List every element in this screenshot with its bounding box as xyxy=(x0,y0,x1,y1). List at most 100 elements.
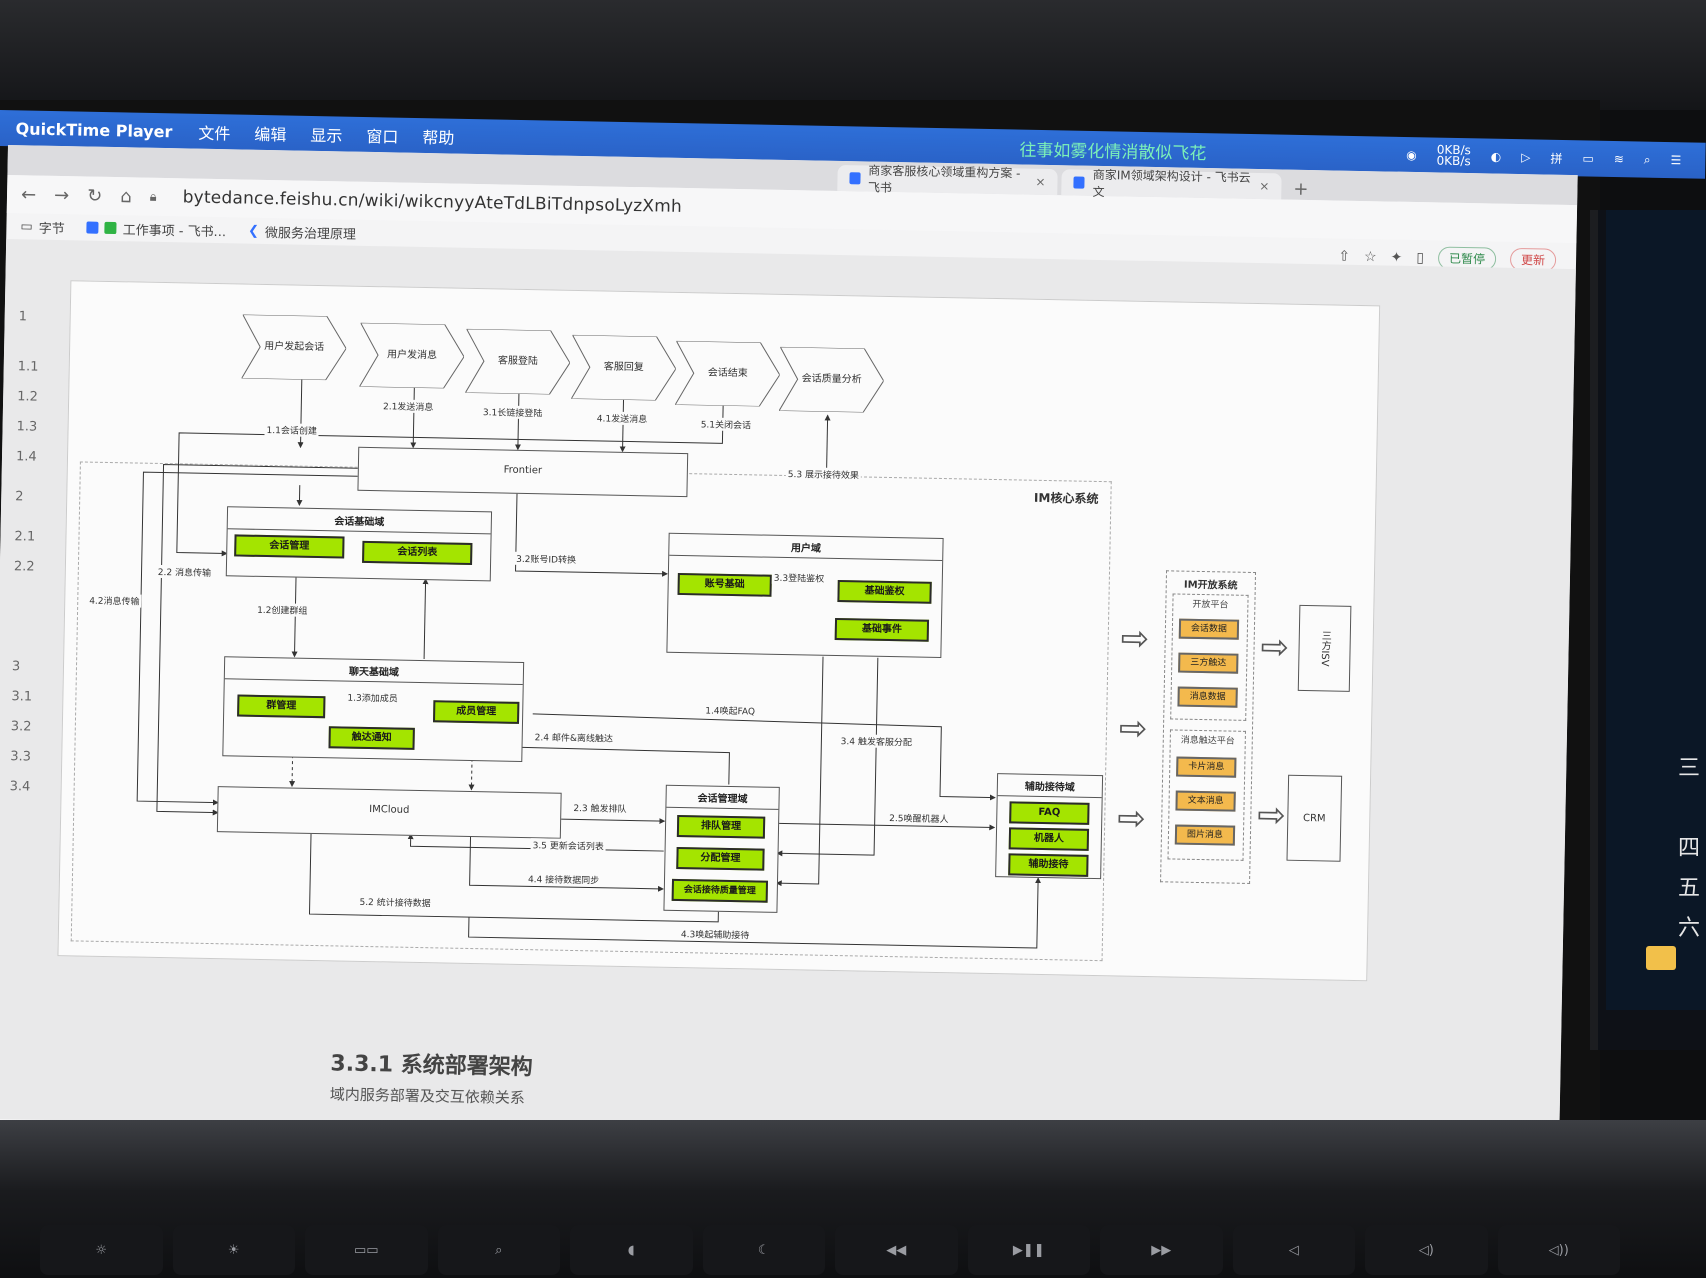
menu-help[interactable]: 帮助 xyxy=(422,128,455,148)
toc-item[interactable]: 1.2 xyxy=(17,389,38,405)
domain-title: 用户域 xyxy=(669,533,943,562)
home-icon[interactable]: ⌂ xyxy=(120,185,132,207)
toc-item[interactable]: 1.4 xyxy=(15,449,37,465)
sidebar-icon[interactable]: ▯ xyxy=(1416,249,1425,266)
play-icon[interactable]: ▷ xyxy=(1521,150,1531,165)
edge-label: 4.4 接待数据同步 xyxy=(525,872,602,887)
function-key-row: ☼ ☀ ▭▭ ⌕ ◖ ☾ ◀◀ ▶❚❚ ▶▶ ◁ ◁) ◁)) xyxy=(40,1225,1620,1275)
toc-item[interactable]: 3 xyxy=(11,659,21,675)
reach-notification: 触达通知 xyxy=(328,726,415,750)
input-method-icon[interactable]: 拼 xyxy=(1550,151,1563,166)
lock-icon[interactable]: 🔒︎ xyxy=(149,189,157,205)
menu-edit[interactable]: 编辑 xyxy=(254,124,287,145)
app-name[interactable]: QuickTime Player xyxy=(15,118,173,141)
wechat-icon[interactable]: ◐ xyxy=(1490,149,1502,164)
stage-label: 用户发消息 xyxy=(386,349,438,362)
search-icon[interactable]: ⌕ xyxy=(1643,152,1651,167)
key-dnd[interactable]: ☾ xyxy=(702,1225,825,1275)
edge-label: 4.1发送消息 xyxy=(594,411,650,426)
toc-item[interactable]: 3.1 xyxy=(11,689,33,705)
star-icon[interactable]: ☆ xyxy=(1363,248,1377,265)
key-volume-down[interactable]: ◁) xyxy=(1365,1225,1488,1275)
tab-im-architecture[interactable]: 商家IM领域架构设计 - 飞书云文 × xyxy=(1061,168,1282,200)
text-message: 文本消息 xyxy=(1175,790,1236,812)
back-icon[interactable]: ← xyxy=(20,183,37,206)
menu-view[interactable]: 显示 xyxy=(310,125,343,146)
edge-label: 1.2创建群组 xyxy=(255,602,310,617)
key-brightness-up[interactable]: ☀ xyxy=(172,1225,295,1275)
stage-session-quality: 会话质量分析 xyxy=(778,346,885,413)
edge-label: 5.2 统计接待数据 xyxy=(357,894,433,910)
group-management: 群管理 xyxy=(237,694,326,719)
wifi-icon[interactable]: ≋ xyxy=(1613,151,1624,167)
toc-item[interactable]: 2 xyxy=(15,489,24,505)
architecture-diagram[interactable]: IM核心系统 用户发起会话 用户发消息 客服登陆 客服回复 会话结束 会话质量分… xyxy=(57,280,1381,982)
stage-label: 用户发起会话 xyxy=(264,340,325,354)
extension-icon[interactable]: ✦ xyxy=(1390,249,1403,266)
base-auth: 基础鉴权 xyxy=(837,580,932,604)
stage-label: 客服登陆 xyxy=(497,355,539,368)
bookmark-label: 微服务治理原理 xyxy=(264,225,357,243)
edge-label: 5.1关闭会话 xyxy=(698,417,754,432)
domain-title: 会话管理域 xyxy=(666,785,779,810)
desktop-lyric: 往事如雾化情消散似飞花 xyxy=(1019,140,1207,164)
key-volume-up[interactable]: ◁)) xyxy=(1497,1225,1620,1275)
feishu-doc-icon xyxy=(1073,176,1085,189)
key-brightness-down[interactable]: ☼ xyxy=(40,1225,163,1275)
key-spotlight[interactable]: ⌕ xyxy=(437,1225,560,1275)
share-icon[interactable]: ⇧ xyxy=(1338,248,1351,265)
close-icon[interactable]: × xyxy=(1035,174,1046,189)
edge-label: 3.5 更新会话列表 xyxy=(530,838,606,853)
toc-item[interactable]: 2.1 xyxy=(14,529,36,545)
key-dictation[interactable]: ◖ xyxy=(570,1225,693,1275)
crm: CRM xyxy=(1286,774,1343,862)
new-tab-icon[interactable]: + xyxy=(1293,178,1309,200)
third-party-reach: 三方触达 xyxy=(1178,652,1239,674)
toc-item[interactable]: 1.3 xyxy=(16,419,38,435)
toc-item[interactable]: 3.3 xyxy=(10,749,32,765)
key-mission-control[interactable]: ▭▭ xyxy=(305,1225,428,1275)
reload-icon[interactable]: ↻ xyxy=(87,185,103,207)
stage-label: 客服回复 xyxy=(603,361,644,374)
second-monitor-screen: 三 四 五 六 xyxy=(1606,210,1706,1010)
sm-glyph: 四 xyxy=(1677,836,1700,861)
menu-file[interactable]: 文件 xyxy=(198,123,231,144)
key-forward[interactable]: ▶▶ xyxy=(1100,1225,1223,1275)
address-bar[interactable]: bytedance.feishu.cn/wiki/wikcnyyAteTdLBi… xyxy=(182,187,683,217)
key-rewind[interactable]: ◀◀ xyxy=(835,1225,958,1275)
bookmark-work[interactable]: 工作事项 - 飞书... xyxy=(86,218,227,240)
toc-item[interactable]: 2.2 xyxy=(13,559,35,575)
flow-arrow-icon: ⇨ xyxy=(1260,627,1290,668)
folder-icon[interactable] xyxy=(1646,946,1676,970)
toc-item[interactable]: 3.4 xyxy=(9,779,31,795)
browser-window: 商家客服核心领域重构方案 - 飞书 × 商家IM领域架构设计 - 飞书云文 × … xyxy=(0,145,1578,1150)
key-mute[interactable]: ◁ xyxy=(1232,1225,1355,1275)
session-data: 会话数据 xyxy=(1178,618,1240,640)
globe-icon[interactable]: ◉ xyxy=(1406,148,1417,163)
open-system-title: IM开放系统 xyxy=(1183,579,1238,592)
bookmark-microservice[interactable]: ❮微服务治理原理 xyxy=(248,221,356,242)
assist-reception: 辅助接待 xyxy=(1008,853,1089,877)
battery-icon[interactable]: ▭ xyxy=(1582,151,1594,166)
member-management: 成员管理 xyxy=(432,700,520,724)
stage-user-start-session: 用户发起会话 xyxy=(240,314,347,381)
menu-window[interactable]: 窗口 xyxy=(366,127,399,147)
bookmark-folder[interactable]: ▭字节 xyxy=(20,217,65,237)
edge-label: 1.4唤起FAQ xyxy=(703,703,758,718)
session-management: 会话管理 xyxy=(234,534,345,559)
faq: FAQ xyxy=(1009,801,1090,825)
reception-quality-management: 会话接待质量管理 xyxy=(671,878,769,903)
session-list: 会话列表 xyxy=(362,540,473,565)
toc-item[interactable]: 3.2 xyxy=(10,719,32,735)
toc-item[interactable]: 1.1 xyxy=(17,359,39,375)
monitor-bezel-top xyxy=(0,0,1706,110)
sm-glyph: 三 xyxy=(1677,756,1700,781)
control-center-icon[interactable]: ☰ xyxy=(1670,153,1682,168)
queue-management: 排队管理 xyxy=(676,814,766,839)
forward-icon[interactable]: → xyxy=(53,184,70,206)
tab-core-domain[interactable]: 商家客服核心领域重构方案 - 飞书 × xyxy=(837,164,1058,196)
key-play-pause[interactable]: ▶❚❚ xyxy=(967,1225,1090,1275)
close-icon[interactable]: × xyxy=(1259,179,1270,194)
toc-item[interactable]: 1 xyxy=(18,309,28,325)
stage-label: 会话结束 xyxy=(707,367,748,380)
